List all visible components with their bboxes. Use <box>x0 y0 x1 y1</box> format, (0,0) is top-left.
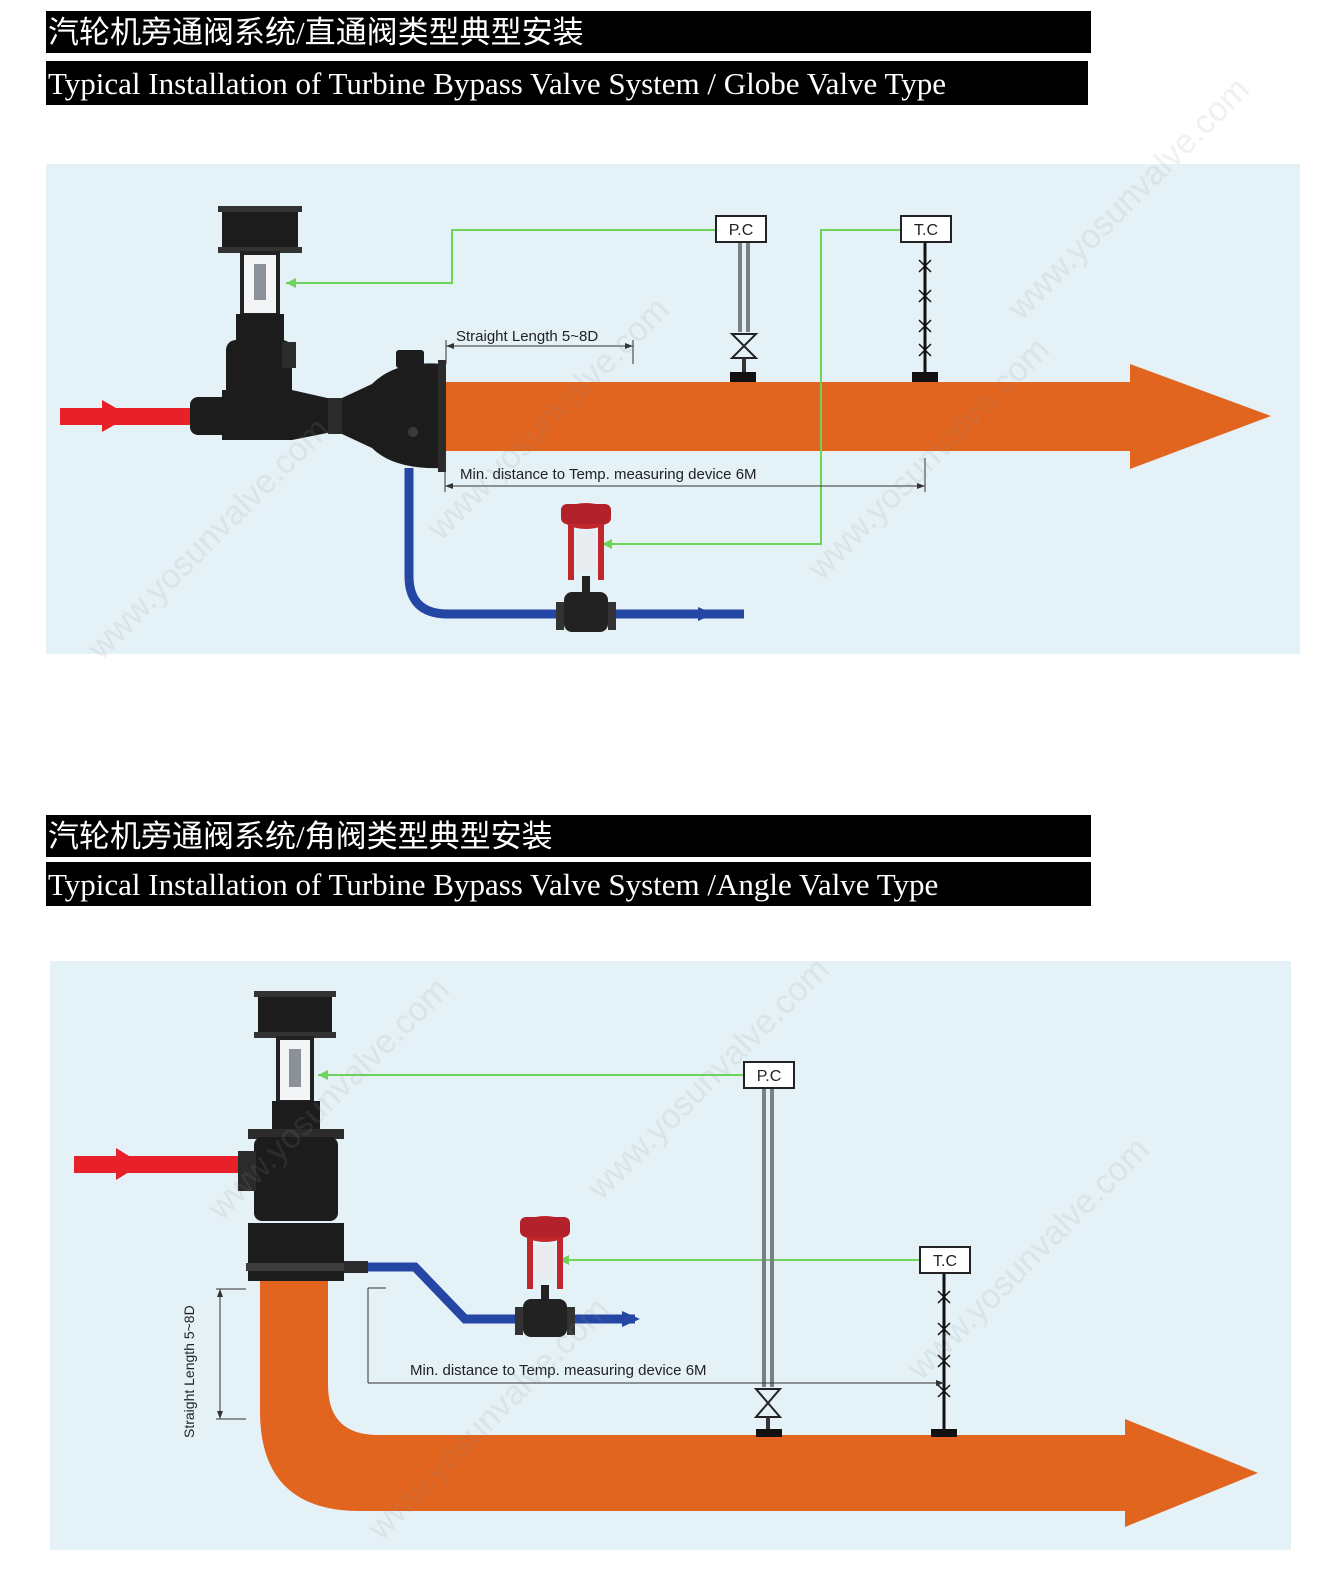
section1-title-en: Typical Installation of Turbine Bypass V… <box>46 61 1088 105</box>
min-distance-label: Min. distance to Temp. measuring device … <box>460 466 757 483</box>
globe-valve-diagram: P.C T.C <box>46 164 1300 654</box>
bypass-angle-valve <box>238 991 368 1281</box>
tc-controller: T.C <box>919 1246 971 1274</box>
angle-valve-diagram: P.C T.C <box>50 961 1291 1550</box>
steam-inlet-arrow <box>74 1148 244 1180</box>
bypass-globe-valve <box>190 206 446 472</box>
spray-control-valve <box>515 1216 575 1337</box>
min-distance-dimension: Min. distance to Temp. measuring device … <box>444 454 926 492</box>
pc-controller: P.C <box>743 1061 795 1089</box>
straight-length-dimension: Straight Length 5~8D <box>445 328 634 364</box>
tc-controller: T.C <box>900 215 952 243</box>
temperature-sensor <box>931 1273 957 1437</box>
spray-water-pipe <box>340 1262 635 1324</box>
steam-outlet-pipe <box>260 1281 1258 1527</box>
water-flow-arrow <box>622 1311 640 1327</box>
angle-valve-schematic: P.C T.C <box>74 991 1258 1527</box>
pc-controller: P.C <box>715 215 767 243</box>
pc-label: P.C <box>729 222 754 239</box>
pc-label: P.C <box>757 1068 782 1085</box>
section2-title-cn: 汽轮机旁通阀系统/角阀类型典型安装 <box>46 815 1091 857</box>
pc-signal-line <box>286 229 718 284</box>
tc-label: T.C <box>933 1253 957 1270</box>
steam-inlet-arrow <box>60 400 192 432</box>
tc-label: T.C <box>914 222 938 239</box>
straight-length-label: Straight Length 5~8D <box>456 328 598 345</box>
water-flow-arrow <box>698 607 714 621</box>
temperature-sensor <box>912 242 938 382</box>
steam-outlet-pipe <box>442 364 1271 469</box>
min-distance-dimension: Min. distance to Temp. measuring device … <box>367 1287 944 1386</box>
pressure-transmitter <box>753 1087 783 1437</box>
min-distance-label: Min. distance to Temp. measuring device … <box>410 1362 707 1379</box>
spray-control-valve <box>556 503 616 632</box>
globe-valve-schematic: P.C T.C <box>60 206 1271 632</box>
straight-length-dimension: Straight Length 5~8D <box>181 1288 246 1438</box>
tc-signal-line <box>602 229 903 545</box>
spray-water-pipe <box>404 468 744 619</box>
pressure-transmitter <box>729 242 759 382</box>
section2-title-en: Typical Installation of Turbine Bypass V… <box>46 862 1091 906</box>
section1-title-cn: 汽轮机旁通阀系统/直通阀类型典型安装 <box>46 11 1091 53</box>
straight-length-label: Straight Length 5~8D <box>181 1305 197 1438</box>
